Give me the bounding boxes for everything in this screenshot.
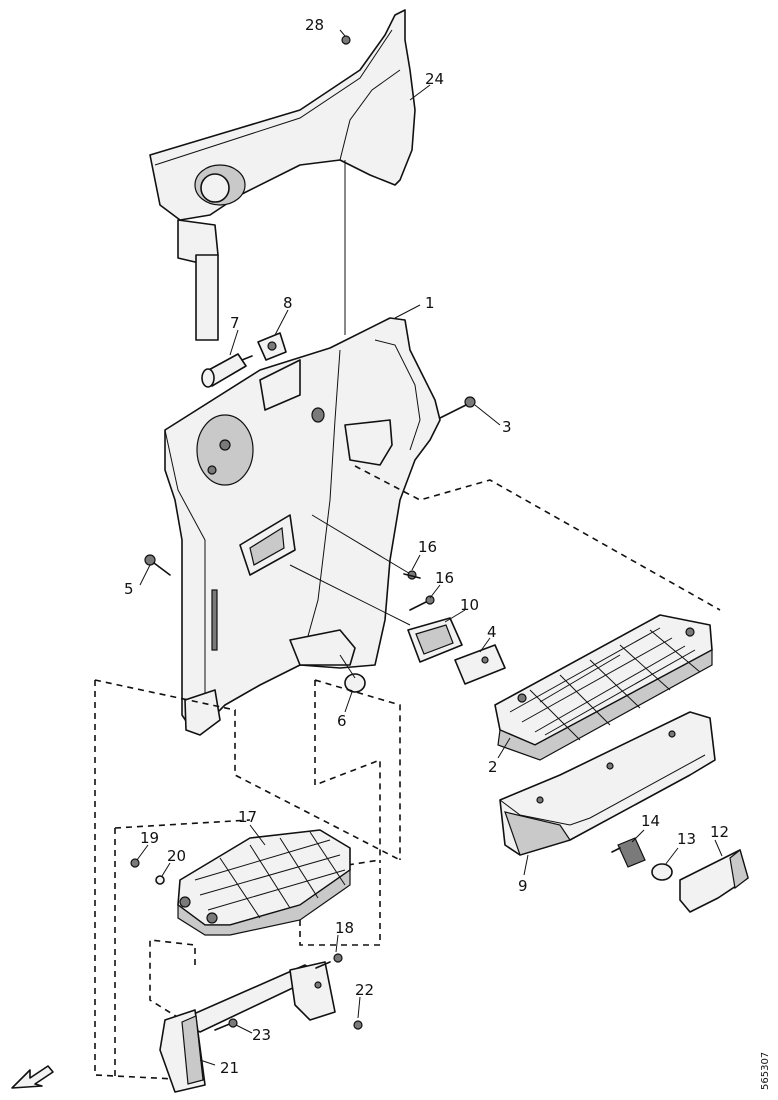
bolt-16a: [311, 514, 421, 580]
label-part-10: 10: [460, 596, 479, 614]
pin-6: [339, 654, 366, 693]
support-bracket: [159, 961, 336, 1093]
part-14: [611, 837, 646, 868]
label-part-4: 4: [487, 623, 497, 641]
part-13: [651, 863, 673, 881]
label-part-2: 2: [488, 758, 498, 776]
assembly-dash-line: [354, 465, 721, 611]
label-part-13: 13: [677, 830, 696, 848]
drawing-code: 565307: [760, 1052, 771, 1090]
label-part-16a: 16: [418, 538, 437, 556]
label-part-17: 17: [238, 808, 257, 826]
label-part-9: 9: [518, 877, 528, 895]
label-part-28: 28: [305, 16, 324, 34]
nut-28: [341, 35, 351, 45]
label-part-24: 24: [425, 70, 444, 88]
washer-20: [155, 875, 165, 885]
lower-step: [177, 829, 351, 936]
label-part-16b: 16: [435, 569, 454, 587]
part-labels: 1 2 3 4 5 6 7 8 9 10 12 13 14 16 16 17 1…: [124, 16, 729, 1077]
bolt-16b: [409, 595, 435, 611]
cap-12: [679, 848, 749, 913]
label-part-12: 12: [710, 823, 729, 841]
nut-22: [353, 1020, 363, 1030]
lower-dash-lines: [94, 679, 401, 1081]
upper-trim-panel: [149, 9, 416, 341]
label-part-6: 6: [337, 712, 347, 730]
label-part-21: 21: [220, 1059, 239, 1077]
step-housing: [499, 711, 716, 856]
screw-3: [439, 396, 476, 419]
label-part-1: 1: [425, 294, 435, 312]
nut-19: [130, 858, 140, 868]
label-part-3: 3: [502, 418, 512, 436]
label-part-14: 14: [641, 812, 660, 830]
upper-step: [494, 614, 713, 761]
clip-8: [257, 332, 287, 361]
bolt-18: [315, 953, 343, 969]
label-part-20: 20: [167, 847, 186, 865]
bolt-23: [214, 1018, 238, 1031]
label-part-5: 5: [124, 580, 134, 598]
pin-7: [201, 353, 253, 388]
label-part-7: 7: [230, 314, 240, 332]
label-part-18: 18: [335, 919, 354, 937]
cover-4: [454, 644, 506, 685]
label-part-19: 19: [140, 829, 159, 847]
label-part-22: 22: [355, 981, 374, 999]
label-part-23: 23: [252, 1026, 271, 1044]
frame-10: [289, 564, 463, 663]
label-part-8: 8: [283, 294, 293, 312]
leader-lines: [136, 29, 723, 1066]
main-side-panel: [164, 317, 441, 736]
screw-5: [144, 554, 171, 576]
direction-arrow-icon: [11, 1065, 54, 1089]
